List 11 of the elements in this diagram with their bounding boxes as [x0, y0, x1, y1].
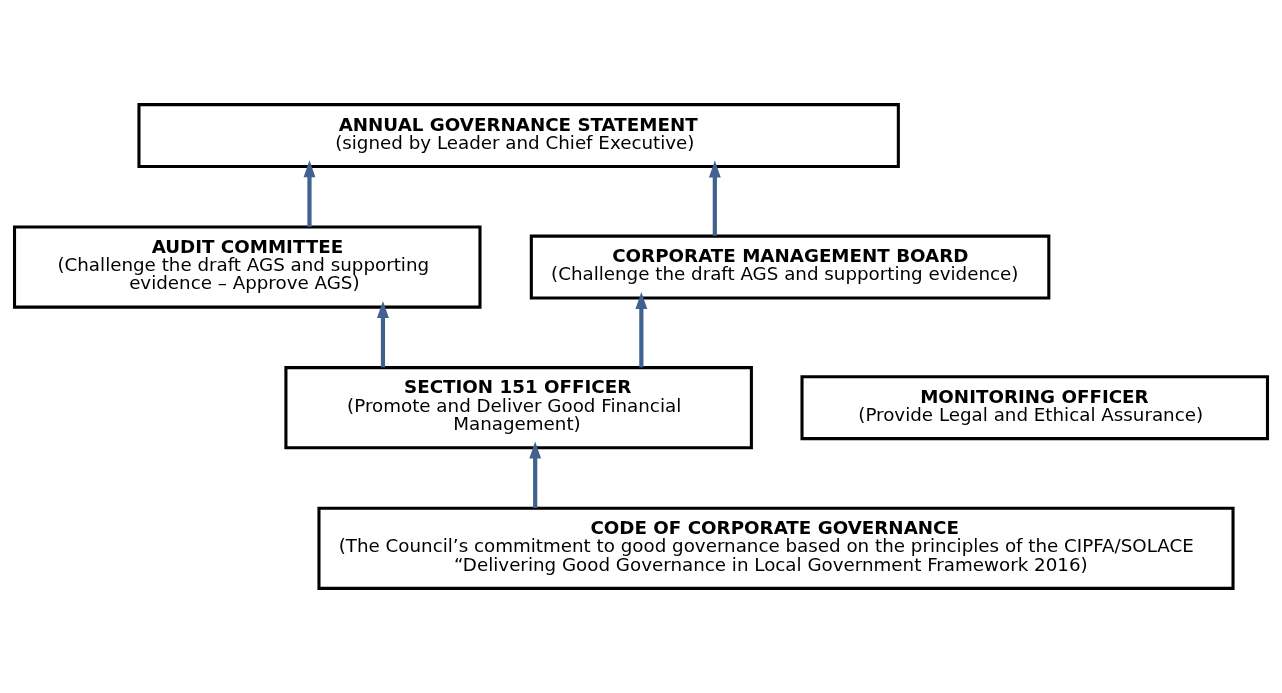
arrow — [529, 441, 542, 508]
arrow — [708, 160, 721, 236]
node-box: ANNUAL GOVERNANCE STATEMENT (signed by Leader and Chief Executive) — [137, 103, 900, 169]
arrow — [635, 292, 648, 368]
node-box: CORPORATE MANAGEMENT BOARD (Challenge the draft AGS and supporting evidence) — [529, 234, 1051, 300]
node-box: AUDIT COMMITTEE (Challenge the draft AGS and supporting evidence – Approve AGS) — [12, 225, 482, 309]
arrow — [377, 300, 389, 368]
node-box: MONITORING OFFICER (Provide Legal and Ethical Assurance) — [800, 375, 1270, 441]
node-box: CODE OF CORPORATE GOVERNANCE (The Council’s commitment to good governance based on the principles of the CIPFA/SOLACE “Delivering Good Governance in Local Government Framework 2016) — [317, 506, 1235, 590]
arrow — [303, 160, 316, 227]
node-box: SECTION 151 OFFICER (Promote and Deliver Good Financial Management) — [284, 366, 753, 450]
